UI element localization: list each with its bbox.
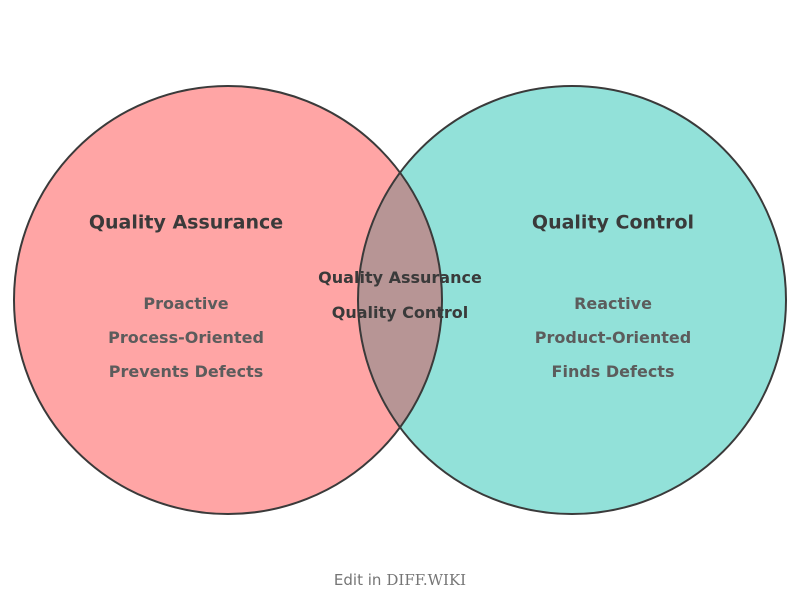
right-set-item: Finds Defects <box>551 362 675 381</box>
left-set-item: Proactive <box>143 294 229 313</box>
overlap-lens <box>358 172 442 428</box>
left-circle-outline <box>13 85 443 515</box>
right-set-title: Quality Control <box>531 211 695 234</box>
overlap-label-line: Quality Assurance <box>318 268 482 287</box>
right-circle-outline <box>357 85 787 515</box>
overlap-label-line: Quality Control <box>331 303 469 322</box>
edit-link-prefix: Edit in <box>333 571 382 589</box>
right-set-item: Product-Oriented <box>534 328 692 347</box>
edit-link-brand: DIFF.WIKI <box>386 571 467 589</box>
left-set-title: Quality Assurance <box>88 211 284 234</box>
right-circle-fill <box>358 86 786 514</box>
left-set-item: Prevents Defects <box>108 362 264 381</box>
left-circle-fill <box>14 86 442 514</box>
right-set-item: Reactive <box>574 294 652 313</box>
left-set-item: Process-Oriented <box>108 328 264 347</box>
